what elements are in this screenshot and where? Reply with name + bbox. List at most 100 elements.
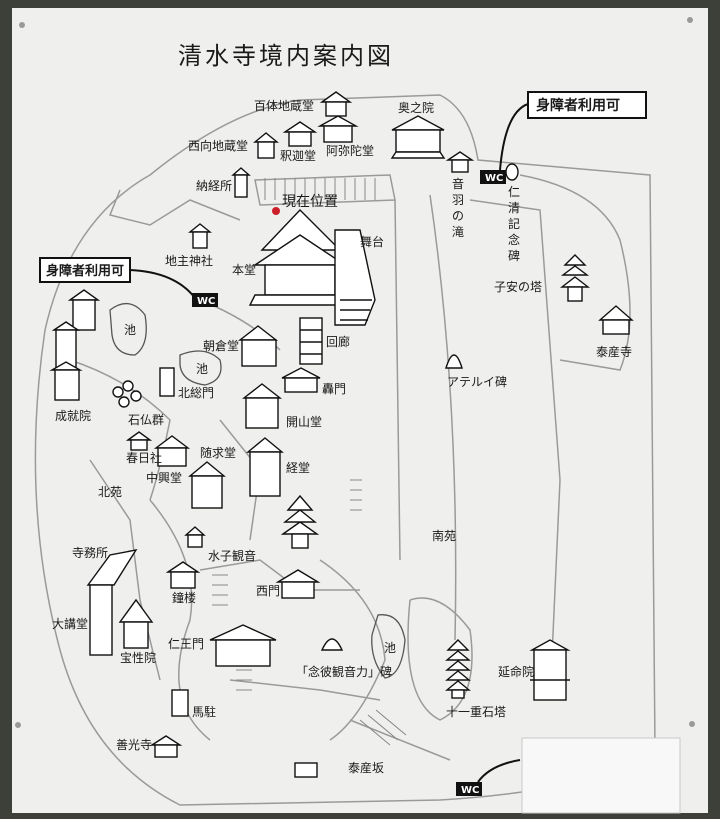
label-koyasu: 子安の塔: [494, 279, 542, 294]
precinct-outline: [34, 94, 656, 806]
aterui-stone-icon: [445, 354, 463, 369]
hyakutai-icon: [319, 91, 353, 117]
label-nokyosho: 納経所: [196, 179, 232, 193]
label-taisanji: 泰産寺: [596, 344, 632, 359]
label-kyodo: 経堂: [286, 461, 310, 475]
label-enmeiin: 延命院: [498, 664, 534, 679]
steps: [212, 178, 407, 746]
label-otowa-1: 音: [452, 176, 464, 191]
label-shakado: 釈迦堂: [280, 149, 316, 163]
label-kairo: 回廊: [326, 334, 350, 349]
label-jishu: 地主神社: [165, 253, 213, 268]
label-butai: 舞台: [360, 234, 384, 249]
vertical-labels: 音 羽 の 滝 仁 清 記 念 碑: [452, 176, 524, 263]
label-bada: 馬駐: [192, 704, 216, 719]
label-kitaen: 北苑: [98, 485, 122, 499]
label-kasuga: 春日社: [126, 450, 162, 465]
bada-icon: [171, 689, 189, 717]
label-suishi: 水子観音: [208, 548, 256, 563]
accessible-leader-lines: [129, 103, 529, 783]
todoromon-icon: [281, 367, 321, 393]
wc-icon: [456, 782, 482, 796]
label-jojuin: 成就院: [55, 409, 91, 423]
wc-markers: [192, 170, 506, 796]
map-title: 清水寺境内案内図: [178, 42, 394, 70]
chukodo-icon: [153, 435, 191, 467]
sekibutsu-icon: [112, 380, 142, 408]
kairo-icon: [299, 317, 323, 365]
wc-label-3: WC: [461, 785, 479, 796]
label-minamien: 南苑: [432, 528, 456, 543]
screw-icon: [687, 17, 693, 23]
niomon-icon: [209, 624, 277, 667]
daikodo-icon: [86, 549, 138, 656]
jojuin-icon: [49, 289, 101, 401]
screw-icon: [15, 722, 21, 728]
label-asakura: 朝倉堂: [203, 338, 239, 353]
label-okunoin: 奥之院: [398, 101, 434, 115]
taisanji-icon: [598, 305, 634, 335]
amidado-icon: [317, 115, 359, 143]
juichi-pagoda-icon: [445, 639, 471, 699]
okunoin-icon: [390, 115, 446, 159]
koyasu-pagoda-icon: [559, 254, 591, 302]
label-hondo: 本堂: [232, 263, 256, 277]
label-ike-1: 池: [124, 323, 136, 337]
nokyosho-icon: [231, 167, 251, 198]
shoro-icon: [165, 561, 201, 589]
jishu-icon: [188, 223, 212, 249]
wc-label-2: WC: [485, 173, 503, 184]
wc-icon: [480, 170, 506, 184]
hojuin-icon: [118, 598, 154, 649]
kitasomon-icon: [159, 367, 175, 397]
label-shoro: 鐘楼: [172, 590, 196, 605]
wc-label-1: WC: [197, 296, 215, 307]
label-ninsei: 仁 清 記 念 碑: [508, 185, 524, 263]
shakado-icon: [282, 121, 318, 147]
label-otowa-4: 滝: [452, 225, 464, 239]
label-daikodo: 大講堂: [52, 616, 88, 631]
place-labels: 百体地蔵堂 奥之院 西向地蔵堂 釈迦堂 阿弥陀堂 納経所 地主神社 本堂 舞台 …: [52, 99, 632, 775]
you-are-here-label: 現在位置: [282, 194, 338, 210]
label-todoromon: 轟門: [322, 381, 346, 396]
sticker-patch: [521, 737, 681, 814]
label-saimon: 西門: [256, 584, 280, 598]
ninsei-icon: [505, 163, 519, 181]
label-chukodo: 中興堂: [146, 470, 182, 485]
label-kitasomon: 北総門: [178, 386, 214, 400]
ponds: [109, 303, 406, 679]
screw-icon: [19, 22, 25, 28]
label-zenkoji: 善光寺: [116, 737, 152, 752]
pagoda-icon: [280, 494, 320, 549]
enmeiin-icon: [529, 639, 571, 701]
you-are-here-marker-icon: [272, 207, 280, 215]
label-hyakutai: 百体地蔵堂: [254, 99, 314, 113]
label-juichi: 十一重石塔: [446, 705, 506, 719]
board-surface: [12, 8, 708, 813]
label-hojuin: 宝性院: [120, 651, 156, 665]
accessible-tag-right-text: 身障者利用可: [536, 97, 620, 114]
nishimuki-icon: [253, 132, 279, 159]
temple-buildings: [49, 91, 634, 778]
label-aterui: アテルイ碑: [447, 374, 507, 389]
otowa-icon: [445, 151, 475, 173]
hondo-building-icon: [248, 208, 376, 326]
asakura-icon: [237, 325, 279, 367]
accessible-tag-right: [527, 91, 647, 119]
taisanzaka-icon: [294, 762, 318, 778]
label-nishimuki: 西向地蔵堂: [188, 138, 248, 153]
label-ike-2: 池: [196, 362, 208, 376]
screw-icon: [689, 721, 695, 727]
kasuga-icon: [125, 431, 153, 451]
nenpi-stone-icon: [320, 638, 344, 651]
suishi-icon: [184, 526, 206, 548]
accessible-tag-left-text: 身障者利用可: [46, 263, 124, 279]
label-ike-3: 池: [384, 641, 396, 655]
zuigudo-icon: [188, 461, 226, 509]
label-amidado: 阿弥陀堂: [326, 143, 374, 158]
zenkoji-icon: [149, 735, 183, 758]
label-taisanzaka: 泰産坂: [348, 760, 384, 775]
label-otowa-3: の: [452, 209, 464, 223]
wc-icon: [192, 293, 218, 307]
